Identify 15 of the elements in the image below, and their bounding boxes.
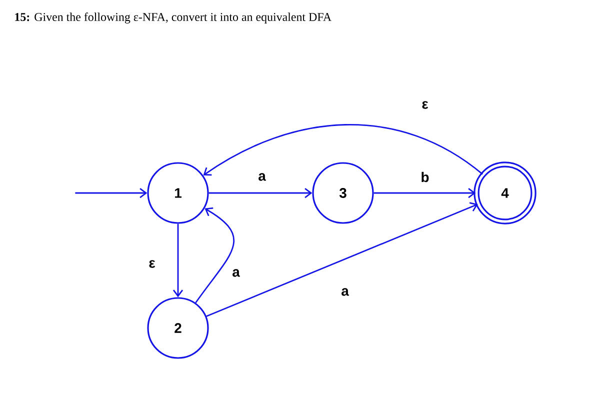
arrow [206, 202, 478, 317]
edge-label: a [340, 286, 350, 298]
edge-label: a [230, 268, 242, 278]
title: 15: Given the following ε-NFA, convert it into an equivalent DFA [15, 12, 332, 24]
arrow [195, 207, 234, 304]
arrow [172, 224, 184, 298]
edge-label: b [419, 170, 431, 184]
edge-label: ε [147, 258, 157, 270]
arrow [374, 188, 476, 198]
arrow [203, 124, 483, 176]
edge-label: ε [420, 100, 430, 110]
edge-label: a [256, 172, 268, 182]
accepting-state: 4 [474, 162, 536, 224]
arrow [208, 188, 312, 198]
arrow [75, 188, 148, 198]
